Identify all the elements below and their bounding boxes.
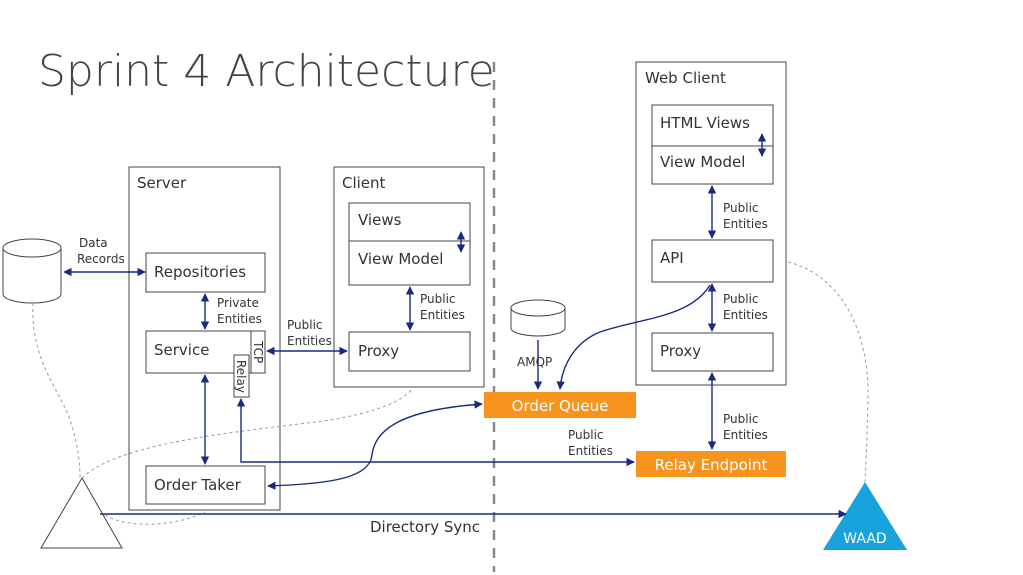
amqp-label: AMQP — [517, 355, 552, 369]
views-box — [348, 202, 471, 286]
public-entities-web1-label-2: Entities — [723, 217, 768, 231]
relay-label: Relay — [234, 360, 248, 393]
directory-sync-label: Directory Sync — [370, 518, 480, 536]
data-records-label-1: Data — [79, 236, 108, 250]
web-client-label: Web Client — [645, 69, 726, 87]
public-entities-relay-label-1: Public — [568, 428, 604, 442]
page-title: Sprint 4 Architecture — [38, 46, 495, 97]
repositories-box — [145, 252, 266, 293]
client-label: Client — [342, 174, 386, 192]
data-records-label-2: Records — [77, 252, 125, 266]
relay-to-endpoint-arrow — [236, 398, 635, 467]
web-proxy-label: Proxy — [660, 342, 701, 360]
public-entities-web3-label-2: Entities — [723, 428, 768, 442]
queue-to-ordertaker-arrow — [267, 400, 483, 490]
waad-label: WAAD — [843, 531, 886, 547]
server-label: Server — [137, 174, 187, 192]
public-entities-web3-label-1: Public — [723, 412, 759, 426]
service-label: Service — [154, 341, 209, 359]
public-entities-relay-label-2: Entities — [568, 444, 613, 458]
web-view-model-label: View Model — [660, 153, 745, 171]
client-proxy-label: Proxy — [358, 342, 399, 360]
api-to-queue-arrow — [556, 284, 711, 390]
db-to-triangle-dashed — [32, 302, 81, 479]
public-entities-tcp-label-1: Public — [287, 318, 323, 332]
waad-icon — [823, 482, 907, 550]
order-taker-box — [145, 465, 266, 505]
order-queue-label: Order Queue — [512, 397, 609, 415]
api-to-waad-dashed — [787, 261, 869, 483]
views-label: Views — [358, 211, 402, 229]
public-entities-web1-label-1: Public — [723, 201, 759, 215]
api-label: API — [660, 249, 684, 267]
public-entities-client-label-1: Public — [420, 292, 456, 306]
public-entities-tcp-label-2: Entities — [287, 334, 332, 348]
client-proxy-box — [348, 331, 471, 372]
web-proxy-box — [651, 332, 774, 372]
directory-triangle-icon — [40, 477, 123, 549]
repositories-label: Repositories — [154, 263, 246, 281]
tcp-box — [250, 330, 266, 374]
relay-endpoint-label: Relay Endpoint — [655, 456, 768, 474]
client-view-model-label: View Model — [358, 250, 443, 268]
order-taker-label: Order Taker — [154, 476, 242, 494]
relay-endpoint-box — [636, 451, 786, 477]
private-entities-label-2: Entities — [217, 312, 262, 326]
api-box — [651, 239, 774, 283]
relay-box — [233, 354, 250, 398]
public-entities-web2-label-2: Entities — [723, 308, 768, 322]
database-icon — [2, 238, 62, 304]
html-views-box — [651, 104, 774, 185]
public-entities-web2-label-1: Public — [723, 292, 759, 306]
html-views-label: HTML Views — [660, 114, 750, 132]
private-entities-label-1: Private — [217, 296, 259, 310]
tcp-label: TCP — [251, 340, 265, 363]
public-entities-client-label-2: Entities — [420, 308, 465, 322]
amqp-router-icon — [510, 299, 566, 337]
